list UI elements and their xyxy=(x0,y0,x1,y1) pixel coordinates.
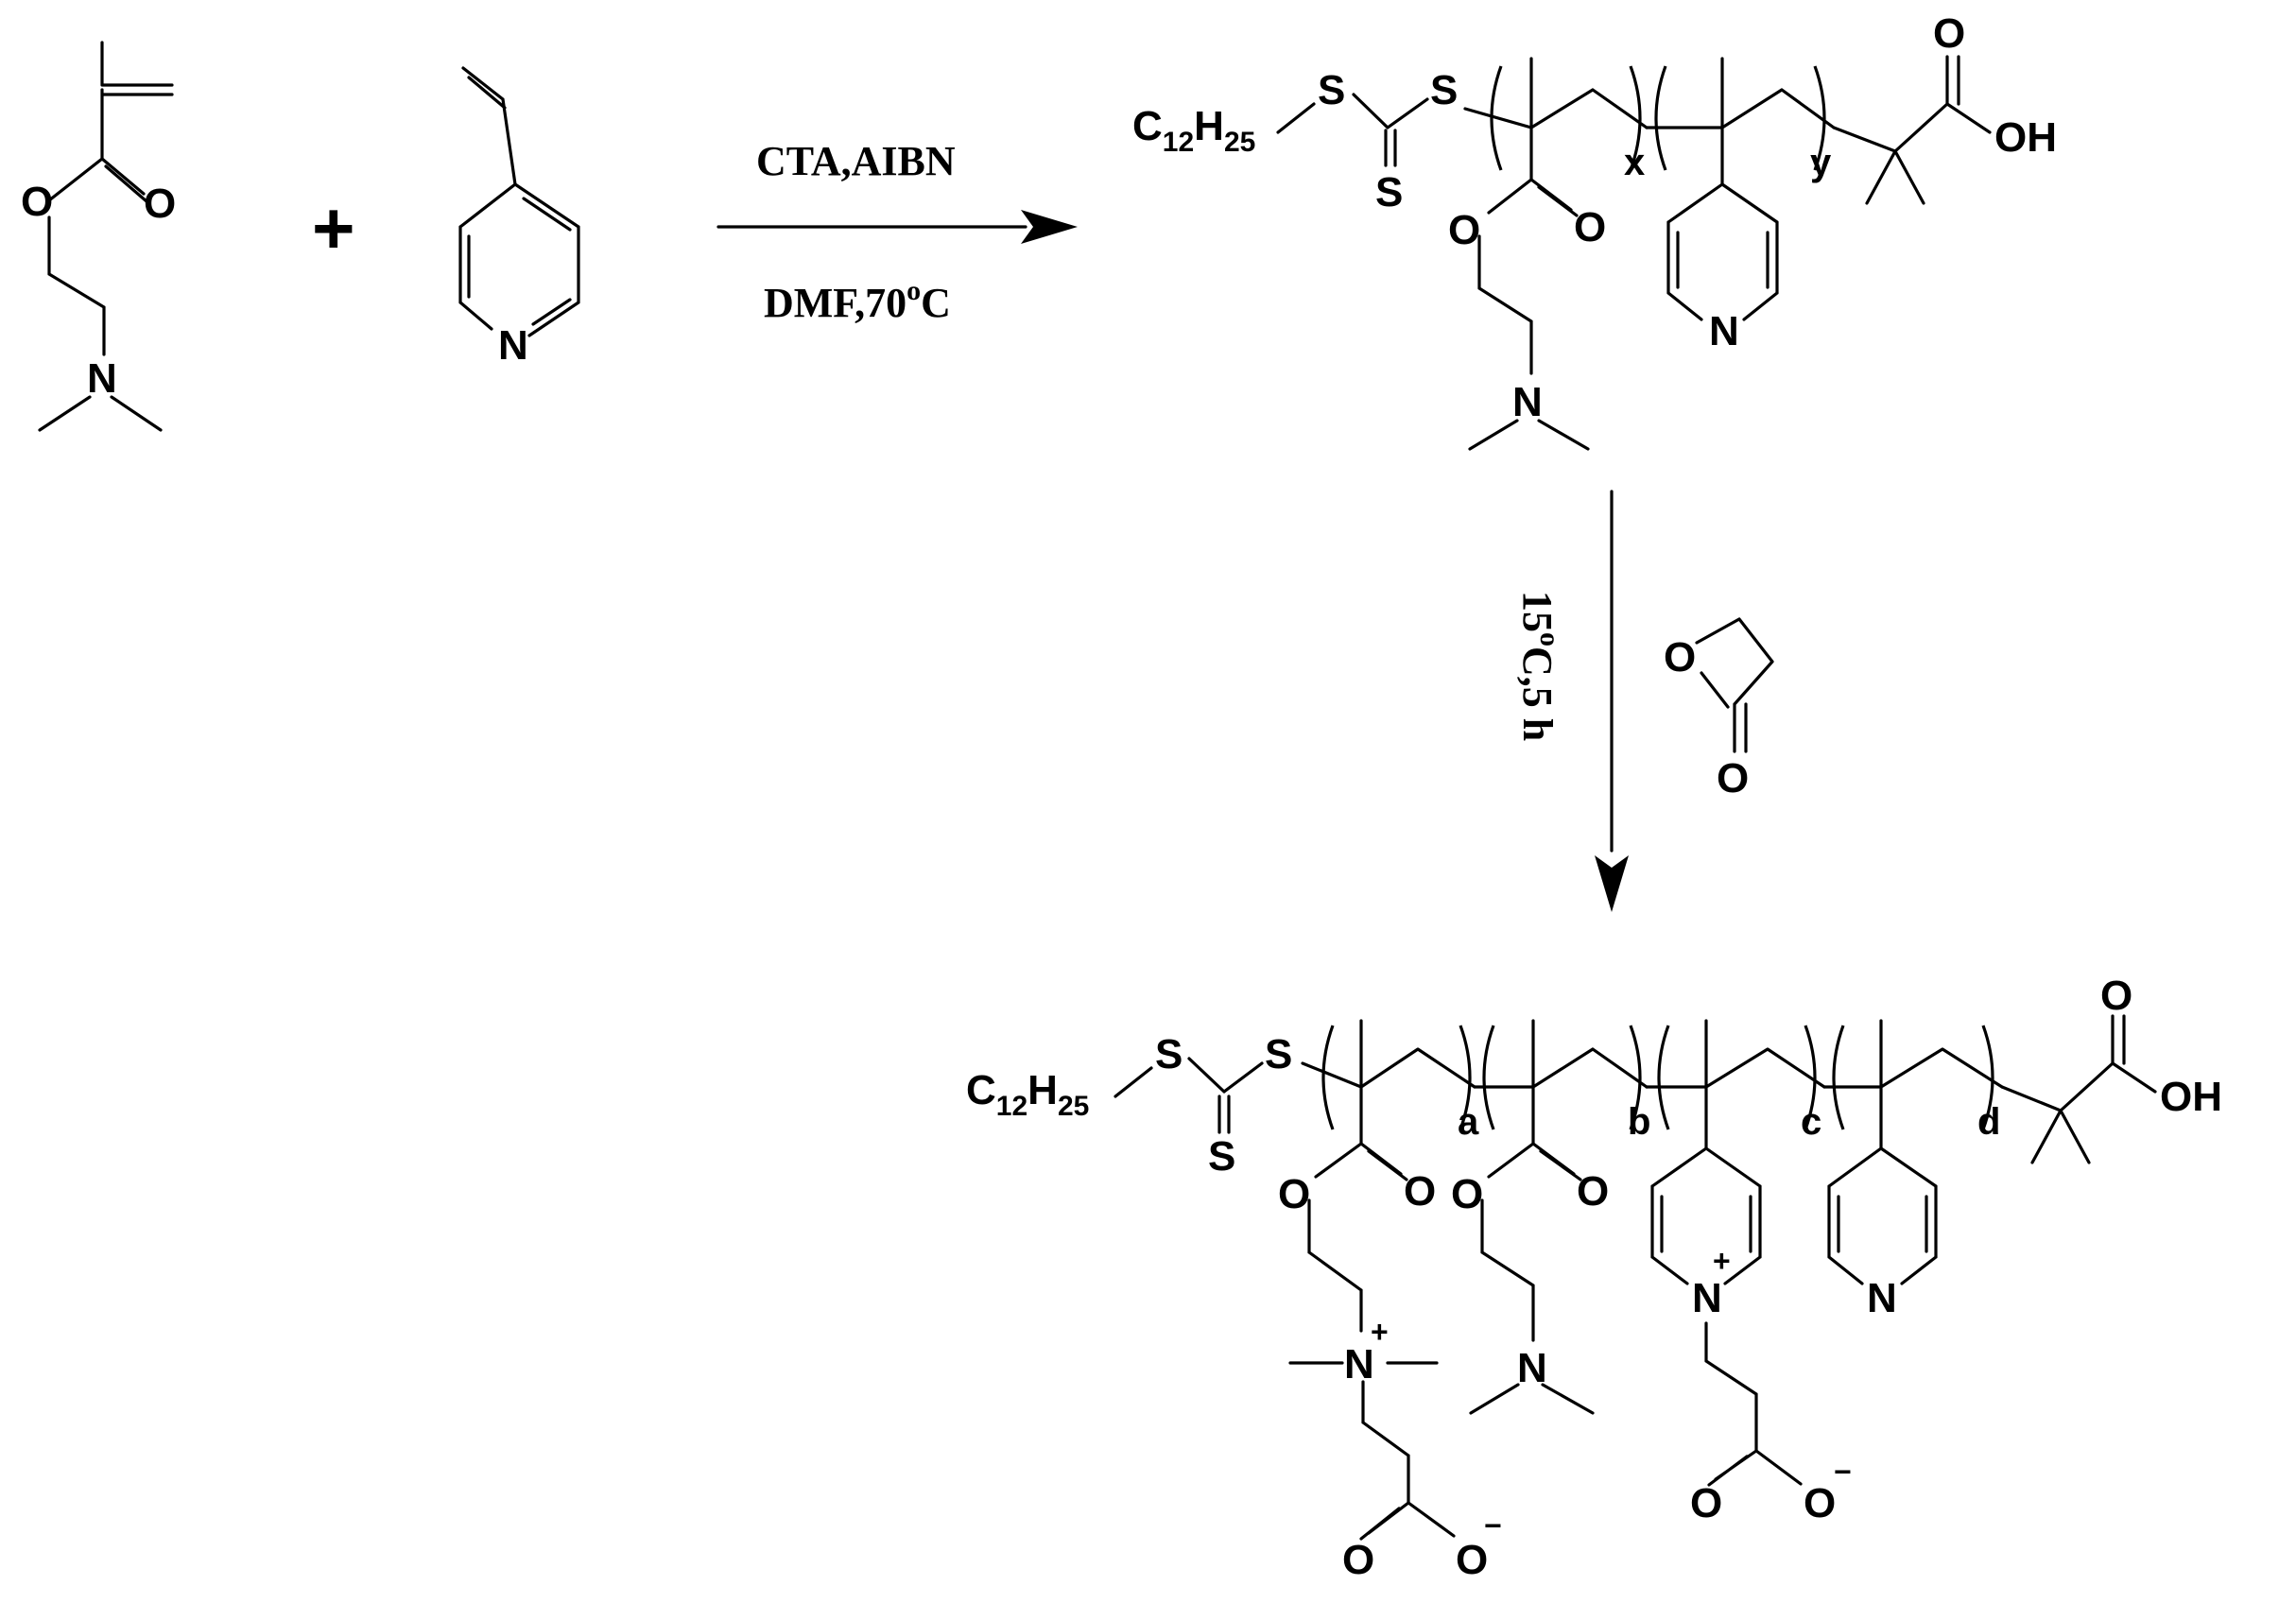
step1-reagents: CTA,AIBN xyxy=(756,138,956,184)
atom-o-carbonyl-b: O xyxy=(1577,1168,1609,1215)
step1-solvent: DMF,70 xyxy=(764,280,906,326)
c12h25-label-2: C12H25 xyxy=(966,1067,1089,1122)
paren-y-close xyxy=(1813,65,1826,171)
atom-s-thio-2: S xyxy=(1155,1031,1183,1077)
charge-minus-a: − xyxy=(1484,1508,1502,1543)
repeat-c-label: c xyxy=(1801,1101,1821,1143)
atom-n-amine-b: N xyxy=(1517,1345,1547,1391)
step2-temp: 15 xyxy=(1514,591,1561,632)
repeat-d-label: d xyxy=(1977,1101,2000,1143)
atom-o-ester-int: O xyxy=(1448,207,1480,253)
atom-n-amine: N xyxy=(87,355,117,402)
step2-conditions: 15oC,5 h xyxy=(1514,591,1565,741)
intermediate-copolymer: C12H25 S S S x O O N y N O OH xyxy=(1132,10,2057,451)
atom-s-link-1: S xyxy=(1430,67,1458,113)
atom-n-pyridine-d: N xyxy=(1867,1275,1897,1321)
repeat-x-label: x xyxy=(1624,142,1645,183)
product-copolymer: C12H25 S S S a O O N + O O − b O O N c N… xyxy=(966,973,2222,1583)
paren-a-open xyxy=(1321,1025,1335,1130)
atom-o-acid-int: O xyxy=(1933,10,1965,57)
paren-x-open xyxy=(1490,65,1503,171)
atom-n-amine-int: N xyxy=(1512,379,1543,425)
step1-arrow: CTA,AIBN DMF,70oC xyxy=(716,138,1078,326)
atom-o-carboxylate-c2: O xyxy=(1804,1480,1836,1526)
repeat-y-label: y xyxy=(1810,142,1832,183)
repeat-b-label: b xyxy=(1628,1101,1650,1143)
paren-b-close xyxy=(1629,1025,1642,1130)
atom-s-thione-2: S xyxy=(1208,1133,1235,1180)
atom-oh-acid-prod: OH xyxy=(2160,1074,2222,1120)
step1-degree: o xyxy=(906,275,921,306)
paren-x-close xyxy=(1629,65,1642,171)
step2-arrow: 15oC,5 h O O xyxy=(1514,490,1774,912)
c12h25-label-1: C12H25 xyxy=(1132,103,1255,158)
paren-y-open xyxy=(1654,65,1667,171)
atom-s-thio-1: S xyxy=(1318,67,1345,113)
charge-plus-pyridinium: + xyxy=(1713,1244,1731,1278)
paren-c-open xyxy=(1657,1025,1670,1130)
reactant-4-vinylpyridine: N xyxy=(458,66,580,369)
atom-o-acid-prod: O xyxy=(2100,973,2132,1019)
charge-plus-ammonium: + xyxy=(1371,1315,1389,1349)
atom-o-carbonyl: O xyxy=(144,181,176,227)
step1-celsius: C xyxy=(921,280,951,326)
atom-n-quaternary: N xyxy=(1344,1341,1374,1388)
atom-o-carboxylate-a1: O xyxy=(1342,1537,1374,1583)
paren-c-close xyxy=(1804,1025,1817,1130)
repeat-a-label: a xyxy=(1458,1101,1479,1143)
atom-s-thione-1: S xyxy=(1375,169,1403,215)
atom-o-ester: O xyxy=(21,179,53,225)
atom-s-link-2: S xyxy=(1265,1031,1292,1077)
paren-a-close xyxy=(1459,1025,1472,1130)
paren-d-open xyxy=(1832,1025,1845,1130)
atom-o-ester-a: O xyxy=(1278,1171,1310,1217)
atom-o-ester-b: O xyxy=(1451,1171,1483,1217)
atom-n-pyridine: N xyxy=(498,322,528,369)
step2-degree: o xyxy=(1534,632,1565,646)
plus-sign: + xyxy=(312,186,355,269)
atom-n-pyridine-int: N xyxy=(1709,308,1739,354)
reactant-dmaema: O O N xyxy=(21,41,176,432)
atom-oh-acid-int: OH xyxy=(1994,114,2057,161)
atom-o-carboxylate-a2: O xyxy=(1456,1537,1488,1583)
step2-time: C,5 h xyxy=(1514,646,1561,741)
paren-d-close xyxy=(1981,1025,1994,1130)
charge-minus-c: − xyxy=(1834,1455,1852,1489)
step1-solvent-temp: DMF,70oC xyxy=(764,275,951,326)
atom-o-lactone-ring: O xyxy=(1664,634,1696,681)
reagent-beta-propiolactone: O O xyxy=(1664,617,1774,802)
paren-b-open xyxy=(1482,1025,1495,1130)
atom-o-carbonyl-int: O xyxy=(1574,204,1606,250)
atom-o-lactone-carbonyl: O xyxy=(1717,755,1749,802)
atom-o-carbonyl-a: O xyxy=(1404,1168,1436,1215)
atom-n-pyridinium: N xyxy=(1692,1275,1722,1321)
atom-o-carboxylate-c1: O xyxy=(1690,1480,1722,1526)
